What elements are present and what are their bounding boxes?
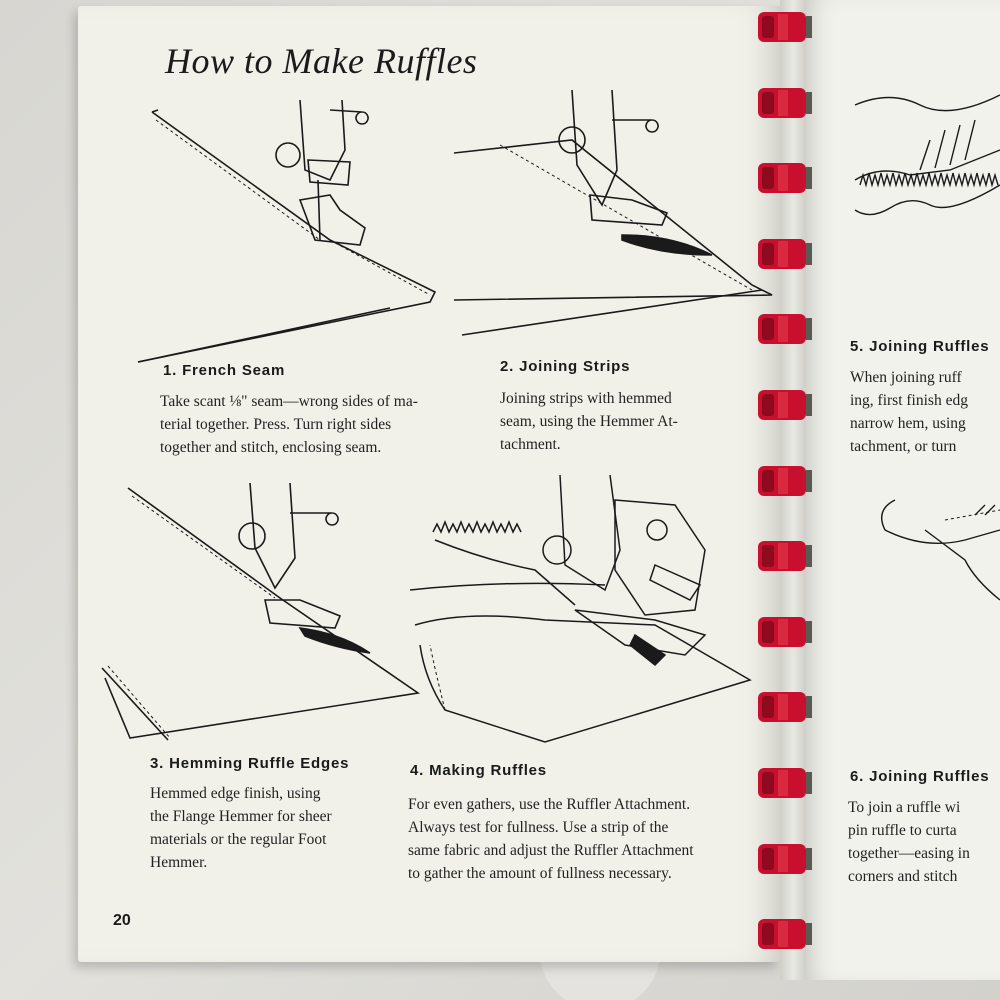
section-5-heading: 5. Joining Ruffles	[850, 338, 990, 355]
binding-ring	[756, 764, 814, 802]
binding-ring	[756, 537, 814, 575]
section-2-heading: 2. Joining Strips	[500, 358, 631, 375]
text-line: To join a ruffle wi	[848, 799, 961, 816]
text-line: Hemmed edge finish, using	[150, 785, 321, 802]
joining-strips-illustration	[453, 89, 773, 336]
text-line: the Flange Hemmer for sheer	[150, 808, 332, 825]
french-seam-illustration	[137, 99, 437, 363]
text-line: together and stitch, enclosing seam.	[160, 439, 382, 456]
text-line: corners and stitch	[848, 868, 958, 885]
section-3-text: Hemmed edge finish, using the Flange Hem…	[150, 782, 332, 874]
section-4-heading: 4. Making Ruffles	[410, 762, 547, 779]
binding-ring	[756, 84, 814, 122]
binding-ring	[756, 613, 814, 651]
binding-ring	[756, 915, 814, 953]
text-line: Joining strips with hemmed	[500, 390, 672, 407]
text-line: Hemmer.	[150, 854, 208, 871]
joining-ruffles-illustration-bottom	[881, 499, 1000, 601]
section-2-text: Joining strips with hemmed seam, using t…	[500, 387, 678, 456]
text-line: same fabric and adjust the Ruffler Attac…	[408, 842, 694, 859]
binding-ring	[756, 235, 814, 273]
section-1-text: Take scant ⅛" seam—wrong sides of ma- te…	[160, 390, 418, 459]
text-line: narrow hem, using	[850, 415, 966, 432]
binding-ring	[756, 310, 814, 348]
section-6-heading: 6. Joining Ruffles	[850, 768, 990, 785]
binding-ring	[756, 8, 814, 46]
section-3-heading: 3. Hemming Ruffle Edges	[150, 755, 350, 772]
text-line: terial together. Press. Turn right sides	[160, 416, 392, 433]
binding-ring	[756, 159, 814, 197]
binding-ring	[756, 462, 814, 500]
section-4-text: For even gathers, use the Ruffler Attach…	[408, 793, 694, 885]
binding-ring	[756, 840, 814, 878]
page-title: How to Make Ruffles	[165, 41, 478, 81]
binding-ring	[756, 688, 814, 726]
left-page	[78, 6, 780, 962]
section-1-heading: 1. French Seam	[163, 362, 286, 379]
text-line: pin ruffle to curta	[848, 822, 957, 839]
text-line: Take scant ⅛" seam—wrong sides of ma-	[160, 393, 418, 410]
text-line: Always test for fullness. Use a strip of…	[408, 819, 669, 836]
text-line: to gather the amount of fullness necessa…	[408, 865, 672, 882]
joining-ruffles-illustration-top	[854, 94, 1000, 216]
page-number: 20	[113, 912, 131, 929]
section-6-text: To join a ruffle wi pin ruffle to curta …	[848, 796, 970, 888]
text-line: For even gathers, use the Ruffler Attach…	[408, 796, 691, 813]
section-5-text: When joining ruff ing, first finish edg …	[850, 366, 968, 458]
making-ruffles-illustration	[409, 474, 752, 743]
text-line: When joining ruff	[850, 369, 962, 386]
right-page-text: 5. Joining Ruffles When joining ruff ing…	[806, 0, 1000, 1000]
binding-ring	[756, 386, 814, 424]
hemming-ruffle-edges-illustration	[101, 482, 421, 741]
text-line: together—easing in	[848, 845, 970, 862]
text-line: ing, first finish edg	[850, 392, 968, 409]
text-line: materials or the regular Foot	[150, 831, 327, 848]
text-line: tachment.	[500, 436, 561, 453]
text-line: seam, using the Hemmer At-	[500, 413, 678, 430]
text-line: tachment, or turn	[850, 438, 957, 455]
